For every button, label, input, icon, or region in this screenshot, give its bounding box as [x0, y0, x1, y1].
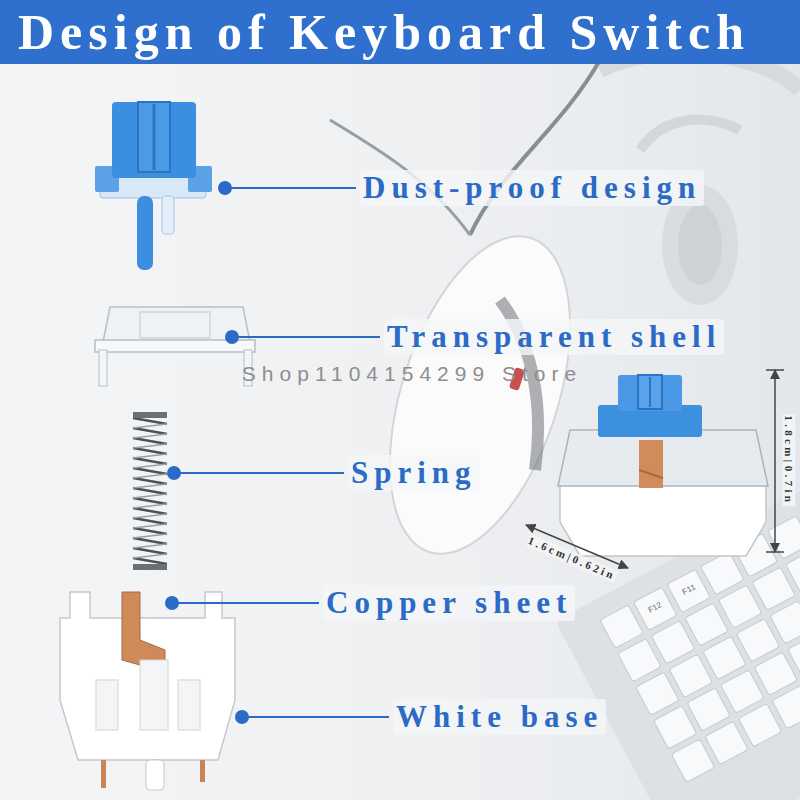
assembled-switch	[558, 375, 768, 556]
part-label: Transparent shell	[384, 319, 724, 355]
keyboard-photo	[555, 471, 800, 800]
dimension-label: 1.8cm|0.7in	[783, 414, 796, 506]
leader-lines	[166, 182, 389, 723]
part-label: Spring	[348, 455, 480, 491]
title-text: Design of Keyboard Switch	[18, 5, 750, 60]
part-label: Copper sheet	[323, 585, 575, 621]
dimension-lines	[526, 370, 784, 568]
part-label: Dust-proof design	[360, 170, 704, 206]
title-band: Design of Keyboard Switch	[0, 0, 800, 64]
watermark: Shop1104154299 Store	[242, 362, 582, 386]
part-label: White base	[393, 699, 606, 735]
switch-base	[60, 592, 235, 790]
spring	[133, 412, 167, 570]
switch-stem	[95, 102, 212, 270]
switch-shell	[95, 307, 255, 386]
